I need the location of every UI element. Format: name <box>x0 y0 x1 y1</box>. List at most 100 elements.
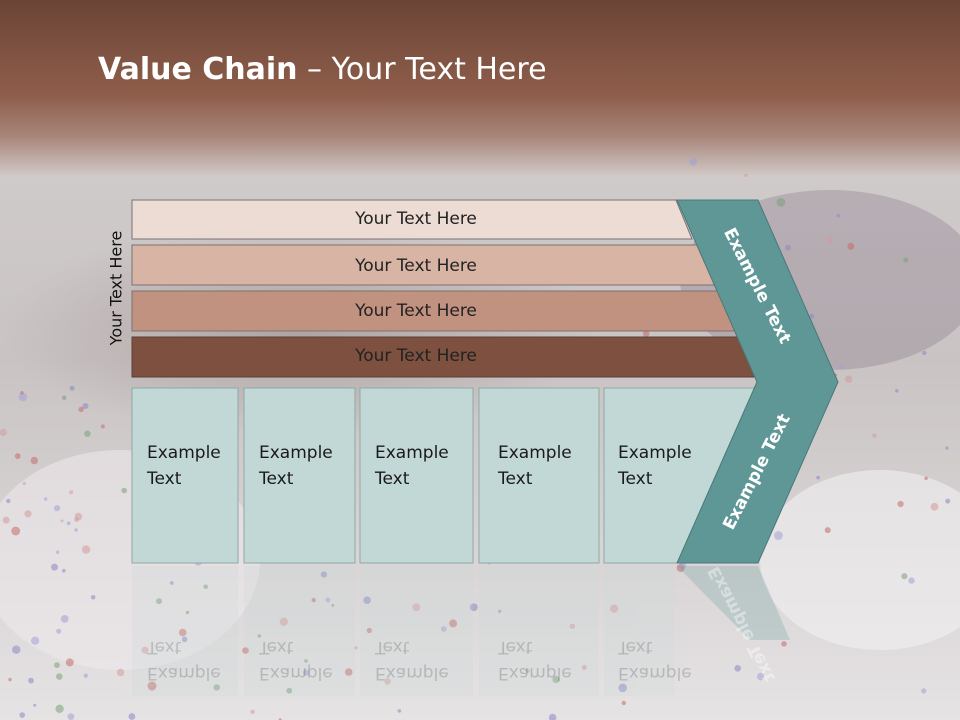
flower-dot <box>781 641 787 647</box>
flower-dot <box>548 713 557 720</box>
flower-dot <box>100 424 105 429</box>
flower-dot <box>921 688 927 694</box>
flower-dot <box>81 545 91 554</box>
flower-dot <box>90 595 96 600</box>
flower-dot <box>922 350 927 356</box>
flower-dot <box>809 313 815 319</box>
flower-dot <box>872 433 877 438</box>
flower-dot <box>121 487 127 494</box>
flower-dot <box>366 627 372 634</box>
flower-dot <box>945 446 949 450</box>
flower-dot <box>908 577 915 584</box>
flower-dot <box>744 173 748 178</box>
flower-dot <box>569 623 576 629</box>
flower-dot <box>213 684 220 691</box>
support-bar-2-label: Your Text Here <box>355 256 477 276</box>
flower-dot <box>257 634 262 638</box>
flower-dot <box>156 598 162 605</box>
activity-box-3-reflection: Example Text <box>375 637 449 683</box>
flower-dot <box>169 581 174 585</box>
flower-dot <box>901 573 908 580</box>
flower-dot <box>839 365 845 370</box>
flower-dot <box>757 672 765 681</box>
flower-dot <box>279 617 288 626</box>
flower-dot <box>19 712 26 718</box>
flower-dot <box>65 658 74 667</box>
activity-box-5-reflection: Example Text <box>618 637 692 683</box>
reflection-box-4 <box>479 566 599 696</box>
flower-dot <box>331 603 335 607</box>
flower-dot <box>178 628 187 637</box>
flower-dot <box>836 213 841 218</box>
chevron-reflection <box>677 566 790 640</box>
flower-dot <box>302 669 310 676</box>
flower-dot <box>412 603 421 612</box>
flower-dot <box>84 430 91 437</box>
flower-dot <box>930 502 939 511</box>
flower-dot <box>0 428 7 437</box>
slide-title: Value Chain – Your Text Here <box>98 52 547 87</box>
flower-dot <box>55 550 60 554</box>
reflection-boxes <box>132 566 674 696</box>
flower-dot <box>469 603 478 612</box>
flower-dot <box>897 500 904 508</box>
flower-dot <box>82 403 89 409</box>
flower-dot <box>325 597 331 603</box>
activity-box-2-reflection: Example Text <box>259 637 333 683</box>
flower-dot <box>2 516 10 524</box>
flower-dot <box>14 453 21 459</box>
flower-dot <box>69 490 74 495</box>
support-bar-3-label: Your Text Here <box>355 301 477 321</box>
activity-box-2 <box>243 387 356 564</box>
flower-dot <box>74 512 83 521</box>
activity-box-4 <box>478 387 600 564</box>
support-bar-1-label: Your Text Here <box>355 209 477 229</box>
chevron-arrow <box>676 199 839 564</box>
flower-dot <box>311 597 316 603</box>
support-bar-1 <box>131 199 693 240</box>
flower-dot <box>304 659 308 663</box>
flower-dot <box>498 609 502 613</box>
reflection-box-5 <box>604 566 674 696</box>
flower-dot <box>344 668 353 676</box>
flower-dot <box>128 713 136 720</box>
flower-dot <box>242 647 249 654</box>
activity-box-2-label: Example Text <box>259 443 333 489</box>
flower-dot <box>525 668 530 674</box>
slide-title-rest: – Your Text Here <box>297 52 547 87</box>
activity-box-4-label: Example Text <box>498 443 572 489</box>
flower-dot <box>181 636 188 643</box>
flower-dot <box>44 497 48 501</box>
flower-dot <box>8 677 12 682</box>
flower-dot <box>286 687 293 694</box>
flower-dot <box>824 527 831 534</box>
flower-dot <box>74 528 78 532</box>
flower-dot <box>69 385 75 391</box>
flower-dot <box>827 236 835 244</box>
flower-dot <box>320 571 327 578</box>
flower-dot <box>18 392 28 402</box>
activity-box-1 <box>131 387 239 564</box>
flower-dot <box>785 244 791 251</box>
flower-dot <box>24 510 32 518</box>
slide-title-bold: Value Chain <box>98 52 298 87</box>
flower-dot <box>610 604 619 613</box>
activity-box-1-label: Example Text <box>147 443 221 489</box>
activity-box-3 <box>359 387 474 564</box>
support-bar-4-label: Your Text Here <box>355 346 477 366</box>
flower-dot <box>203 584 208 590</box>
flower-dot <box>734 665 741 672</box>
activity-box-4-reflection: Example Text <box>498 637 572 683</box>
flower-dot <box>250 709 255 714</box>
flower-dot <box>774 531 783 540</box>
activity-box-3-label: Example Text <box>375 443 449 489</box>
flower-dot <box>20 391 24 395</box>
flower-dot <box>621 700 626 706</box>
flower-dot <box>903 257 909 263</box>
flower-dot <box>22 481 26 485</box>
flower-dot <box>689 157 698 166</box>
flower-dot <box>12 645 21 654</box>
primary-activity-boxes <box>131 387 763 564</box>
flower-dot <box>185 610 190 615</box>
